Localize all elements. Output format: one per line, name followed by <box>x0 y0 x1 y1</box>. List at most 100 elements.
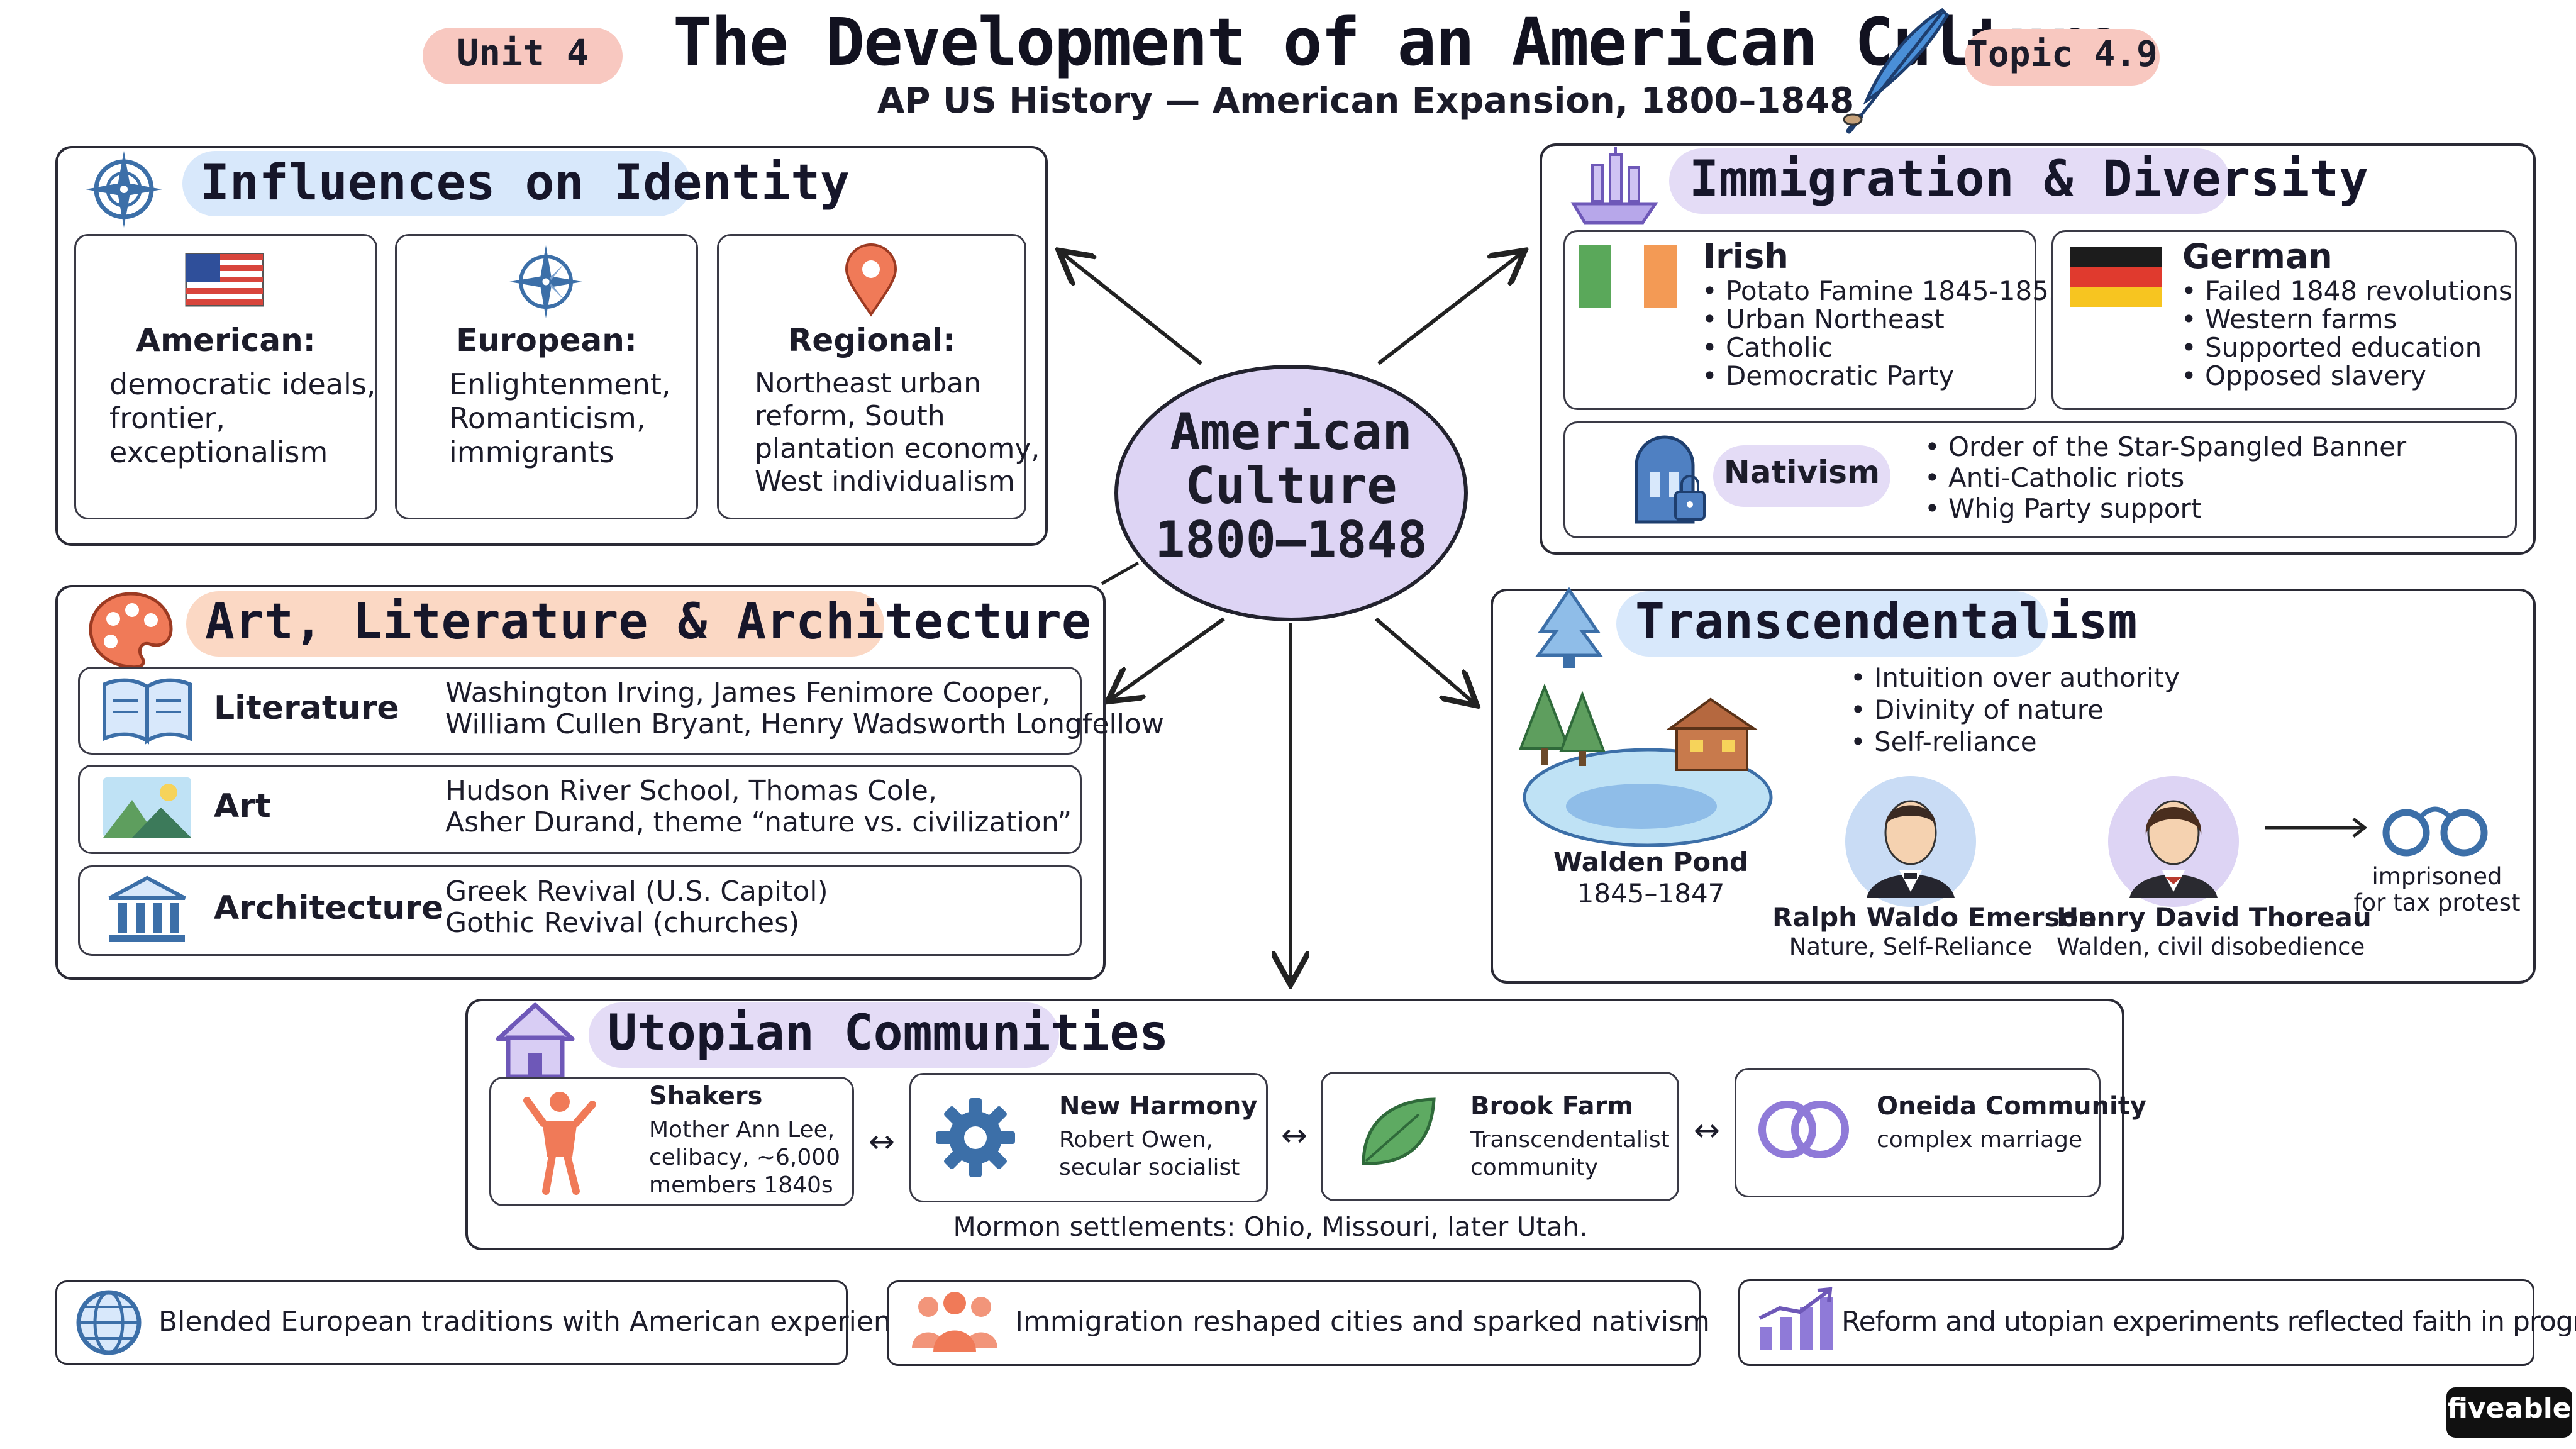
palette-icon <box>89 592 173 669</box>
brook-line-2: community <box>1470 1155 1599 1180</box>
row-architecture <box>78 865 1082 956</box>
utopian-title: Utopian Communities <box>608 1005 1169 1062</box>
emerson-desc: Nature, Self-Reliance <box>1789 933 2033 960</box>
leaf-icon <box>1362 1097 1436 1165</box>
influences-title-bg <box>182 151 691 216</box>
german-bullets: Failed 1848 revolutions Western farms Su… <box>2177 277 2512 390</box>
transcendentalism-bullet: Intuition over authority <box>1846 662 2180 694</box>
thoreau-name: Henry David Thoreau <box>2057 902 2372 933</box>
nativism-bullets: Order of the Star-Spangled Banner Anti-C… <box>1921 431 2406 524</box>
thoreau-portrait-icon <box>2108 776 2239 907</box>
regional-line-3: plantation economy, <box>755 433 1040 465</box>
nativism-bullet: Anti-Catholic riots <box>1921 462 2406 493</box>
oneida-line-1: complex marriage <box>1877 1127 2083 1153</box>
walden-dates: 1845–1847 <box>1577 878 1725 909</box>
nativism-label-bg <box>1713 445 1890 507</box>
rings-icon <box>1758 1101 1849 1158</box>
literature-label: Literature <box>214 689 399 727</box>
irish-bullet: Potato Famine 1845-1852 <box>1698 277 2066 305</box>
art-line-1: Hudson River School, Thomas Cole, <box>445 775 937 807</box>
german-bullet: Failed 1848 revolutions <box>2177 277 2512 305</box>
book-icon <box>103 678 192 745</box>
american-label: American: <box>136 322 316 358</box>
regional-line-4: West individualism <box>755 465 1015 497</box>
transcendentalism-bullet: Divinity of nature <box>1846 694 2180 726</box>
takeaway-middle <box>887 1280 1701 1366</box>
imprisoned-line-2: for tax protest <box>2353 889 2521 916</box>
art-label: Art <box>214 787 271 825</box>
takeaway-left <box>55 1280 848 1365</box>
immigration-title: Immigration & Diversity <box>1689 151 2369 208</box>
shakers-line-1: Mother Ann Lee, <box>649 1117 835 1143</box>
transcendentalism-bullet: Self-reliance <box>1846 726 2180 758</box>
gear-icon <box>936 1098 1015 1177</box>
transcendentalism-title-bg <box>1616 591 2048 657</box>
shakers-line-3: members 1840s <box>649 1172 833 1198</box>
page-subtitle: AP US History — American Expansion, 1800… <box>877 80 1855 121</box>
handcuffs-icon <box>2382 806 2488 857</box>
row-literature <box>78 667 1082 755</box>
brand-logo <box>2446 1387 2572 1438</box>
emerson-name: Ralph Waldo Emerson <box>1772 902 2097 933</box>
takeaway-middle-text: Immigration reshaped cities and sparked … <box>1015 1306 1710 1338</box>
irish-bullet: Catholic <box>1698 333 2066 362</box>
tree-icon <box>1535 587 1603 668</box>
art-line-2: Asher Durand, theme “nature vs. civiliza… <box>445 806 1072 838</box>
irish-label: Irish <box>1703 236 1789 276</box>
harmony-line-1: Robert Owen, <box>1059 1127 1213 1153</box>
thoreau-desc: Walden, civil disobedience <box>2057 933 2365 960</box>
unit-badge: Unit 4 <box>457 31 589 74</box>
transcendentalism-title: Transcendentalism <box>1635 594 2138 650</box>
center-line-1: American <box>1170 402 1413 461</box>
unit-badge-bg <box>423 28 623 84</box>
map-pin-icon <box>845 243 897 317</box>
european-line-2: Romanticism, <box>449 401 646 435</box>
takeaway-right <box>1738 1279 2534 1366</box>
oneida-name: Oneida Community <box>1877 1092 2146 1121</box>
dancing-figure-icon <box>523 1092 596 1195</box>
european-label: European: <box>456 322 637 358</box>
mormon-note: Mormon settlements: Ohio, Missouri, late… <box>953 1211 1588 1242</box>
regional-line-2: reform, South <box>755 400 945 432</box>
german-bullet: Supported education <box>2177 333 2512 362</box>
immigration-title-bg <box>1669 148 2230 214</box>
emerson-portrait-icon <box>1845 776 1976 907</box>
people-group-icon <box>912 1292 997 1352</box>
house-icon <box>496 1002 575 1079</box>
compass-rose-icon <box>509 245 582 318</box>
compass-icon <box>86 151 162 228</box>
irish-bullet: Democratic Party <box>1698 362 2066 390</box>
architecture-line-2: Gothic Revival (churches) <box>445 907 800 939</box>
quill-icon <box>1843 8 1950 134</box>
literature-line-1: Washington Irving, James Fenimore Cooper… <box>445 677 1051 709</box>
german-bullet: Opposed slavery <box>2177 362 2512 390</box>
shakers-name: Shakers <box>649 1082 763 1111</box>
regional-label: Regional: <box>787 322 956 358</box>
center-hub <box>1114 365 1468 621</box>
walden-pond-illustration <box>1519 683 1773 847</box>
transcendentalism-bullets: Intuition over authority Divinity of nat… <box>1846 662 2180 758</box>
landscape-icon <box>103 777 191 838</box>
american-line-2: frontier, <box>109 401 226 435</box>
imprisoned-line-1: imprisoned <box>2372 863 2502 890</box>
influences-title: Influences on Identity <box>200 155 850 211</box>
link-arrow-1: ↔ <box>869 1123 895 1160</box>
row-art <box>78 765 1082 854</box>
nativism-label: Nativism <box>1723 454 1880 491</box>
architecture-line-1: Greek Revival (U.S. Capitol) <box>445 875 828 908</box>
topic-badge: Topic 4.9 <box>1967 34 2158 75</box>
brook-name: Brook Farm <box>1470 1092 1634 1121</box>
european-line-3: immigrants <box>449 435 614 469</box>
nativism-bullet: Whig Party support <box>1921 493 2406 524</box>
european-line-1: Enlightenment, <box>449 367 671 401</box>
ship-icon <box>1570 147 1658 225</box>
link-arrow-2: ↔ <box>1281 1117 1307 1153</box>
irish-bullet: Urban Northeast <box>1698 305 2066 333</box>
globe-icon <box>76 1290 142 1355</box>
german-label: German <box>2182 236 2333 276</box>
irish-bullets: Potato Famine 1845-1852 Urban Northeast … <box>1698 277 2066 390</box>
link-arrow-3: ↔ <box>1694 1112 1720 1148</box>
takeaway-right-text: Reform and utopian experiments reflected… <box>1841 1306 2576 1338</box>
irish-flag-icon <box>1579 245 1677 308</box>
